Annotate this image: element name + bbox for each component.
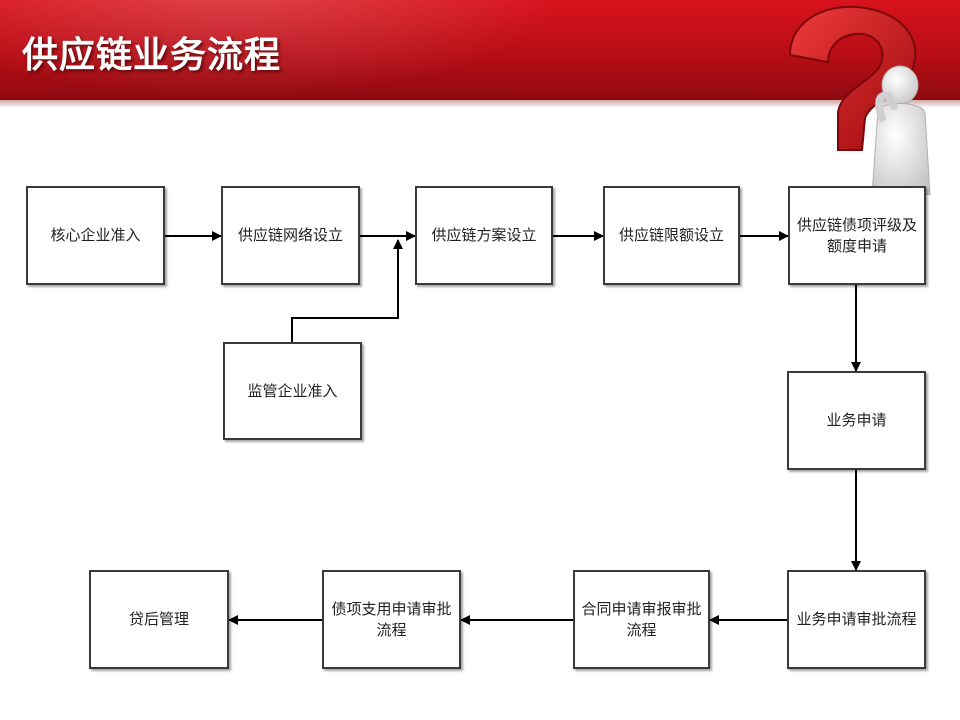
node-application-approval: 业务申请审批流程 [787,570,926,669]
node-label: 供应链限额设立 [615,225,728,246]
node-post-loan-management: 贷后管理 [89,570,229,669]
node-plan-setup: 供应链方案设立 [415,186,553,285]
node-rating-quota-application: 供应链债项评级及额度申请 [788,186,926,285]
node-label: 核心企业准入 [46,225,144,246]
node-contract-approval: 合同申请审报审批流程 [573,570,710,669]
node-business-application: 业务申请 [787,371,926,470]
node-network-setup: 供应链网络设立 [221,186,360,285]
node-label: 贷后管理 [125,609,193,630]
node-label: 业务申请 [822,410,890,431]
node-core-enterprise-access: 核心企业准入 [26,186,165,285]
node-label: 债项支用申请审批流程 [324,599,459,641]
node-label: 供应链网络设立 [234,225,347,246]
node-label: 业务申请审批流程 [792,609,920,630]
node-limit-setup: 供应链限额设立 [603,186,740,285]
node-label: 供应链方案设立 [427,225,540,246]
node-label: 监管企业准入 [243,381,341,402]
node-supervisor-access: 监管企业准入 [223,342,362,440]
node-drawdown-approval: 债项支用申请审批流程 [322,570,461,669]
node-label: 供应链债项评级及额度申请 [790,215,924,257]
node-label: 合同申请审报审批流程 [575,599,708,641]
